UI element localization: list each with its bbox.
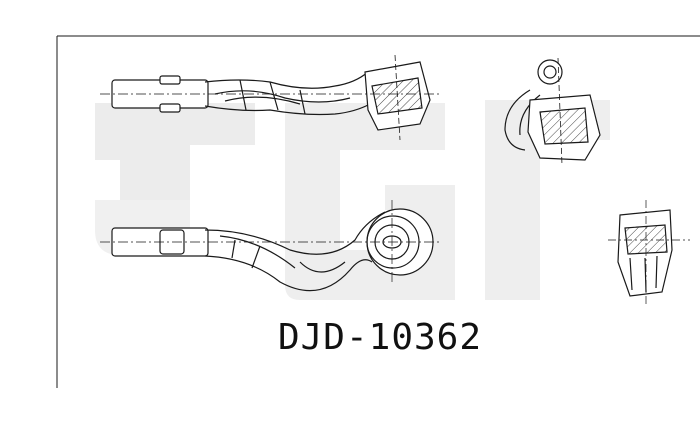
tie-rod-end-perspective-view <box>504 57 601 166</box>
tie-rod-end-top-view <box>100 54 440 141</box>
tie-rod-end-side-view <box>100 200 440 292</box>
part-number-label: DJD-10362 <box>277 317 483 358</box>
tie-rod-end-end-view <box>608 200 690 305</box>
sheet-border <box>56 35 700 388</box>
